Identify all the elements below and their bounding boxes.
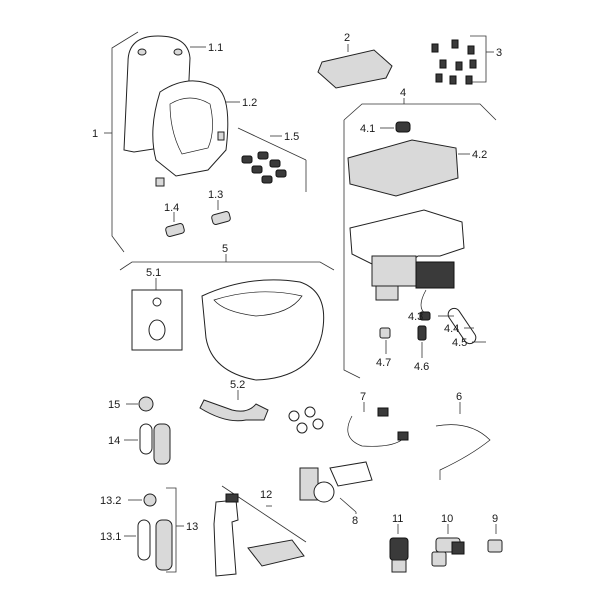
label-5: 5 — [222, 243, 228, 255]
hinge-pins — [165, 200, 231, 237]
label-3: 3 — [496, 47, 502, 59]
label-4-3: 4.3 — [408, 311, 423, 323]
group-12-cleaning-set — [213, 485, 307, 577]
cover-plate — [317, 49, 393, 89]
label-1-3: 1.3 — [208, 189, 223, 201]
group-5-bowl — [119, 254, 335, 434]
label-4-2: 4.2 — [472, 149, 487, 161]
label-8: 8 — [352, 515, 358, 527]
group-3-screws — [431, 35, 494, 85]
spray-bottle — [213, 499, 239, 577]
label-1-2: 1.2 — [242, 97, 257, 109]
label-1-5: 1.5 — [284, 131, 299, 143]
label-4-6: 4.6 — [414, 361, 429, 373]
hoses — [347, 402, 491, 480]
label-1: 1 — [92, 128, 98, 140]
label-9: 9 — [492, 513, 498, 525]
label-1-1: 1.1 — [208, 42, 223, 54]
label-13: 13 — [186, 521, 198, 533]
part-labels: 1 1.1 1.2 1.3 1.4 1.5 2 3 4 4.1 4.2 4.3 … — [92, 32, 502, 543]
fittings — [389, 524, 503, 573]
label-10: 10 — [441, 513, 453, 525]
group-2-cover — [317, 44, 393, 89]
label-13-1: 13.1 — [100, 531, 121, 543]
label-1-4: 1.4 — [164, 202, 179, 214]
remotes — [124, 396, 184, 573]
label-13-2: 13.2 — [100, 495, 121, 507]
label-14: 14 — [108, 435, 120, 447]
label-4: 4 — [400, 87, 406, 99]
main-unit — [349, 209, 465, 267]
label-7: 7 — [360, 391, 366, 403]
group-1-seat-lid — [104, 31, 307, 253]
cloth — [247, 539, 305, 567]
group-8-pipe — [299, 461, 373, 514]
wc-bowl — [201, 279, 325, 381]
flush-pipe — [199, 399, 269, 422]
label-15: 15 — [108, 399, 120, 411]
seat — [152, 80, 229, 177]
small-clips — [241, 151, 287, 184]
label-4-1: 4.1 — [360, 123, 375, 135]
top-unit — [347, 139, 459, 197]
label-6: 6 — [456, 391, 462, 403]
label-4-4: 4.4 — [444, 323, 459, 335]
label-5-1: 5.1 — [146, 267, 161, 279]
group-4-module — [343, 98, 497, 379]
label-11: 11 — [392, 513, 403, 525]
label-4-7: 4.7 — [376, 357, 391, 369]
label-4-5: 4.5 — [452, 337, 467, 349]
label-12: 12 — [260, 489, 272, 501]
label-5-2: 5.2 — [230, 379, 245, 391]
label-2: 2 — [344, 32, 350, 44]
